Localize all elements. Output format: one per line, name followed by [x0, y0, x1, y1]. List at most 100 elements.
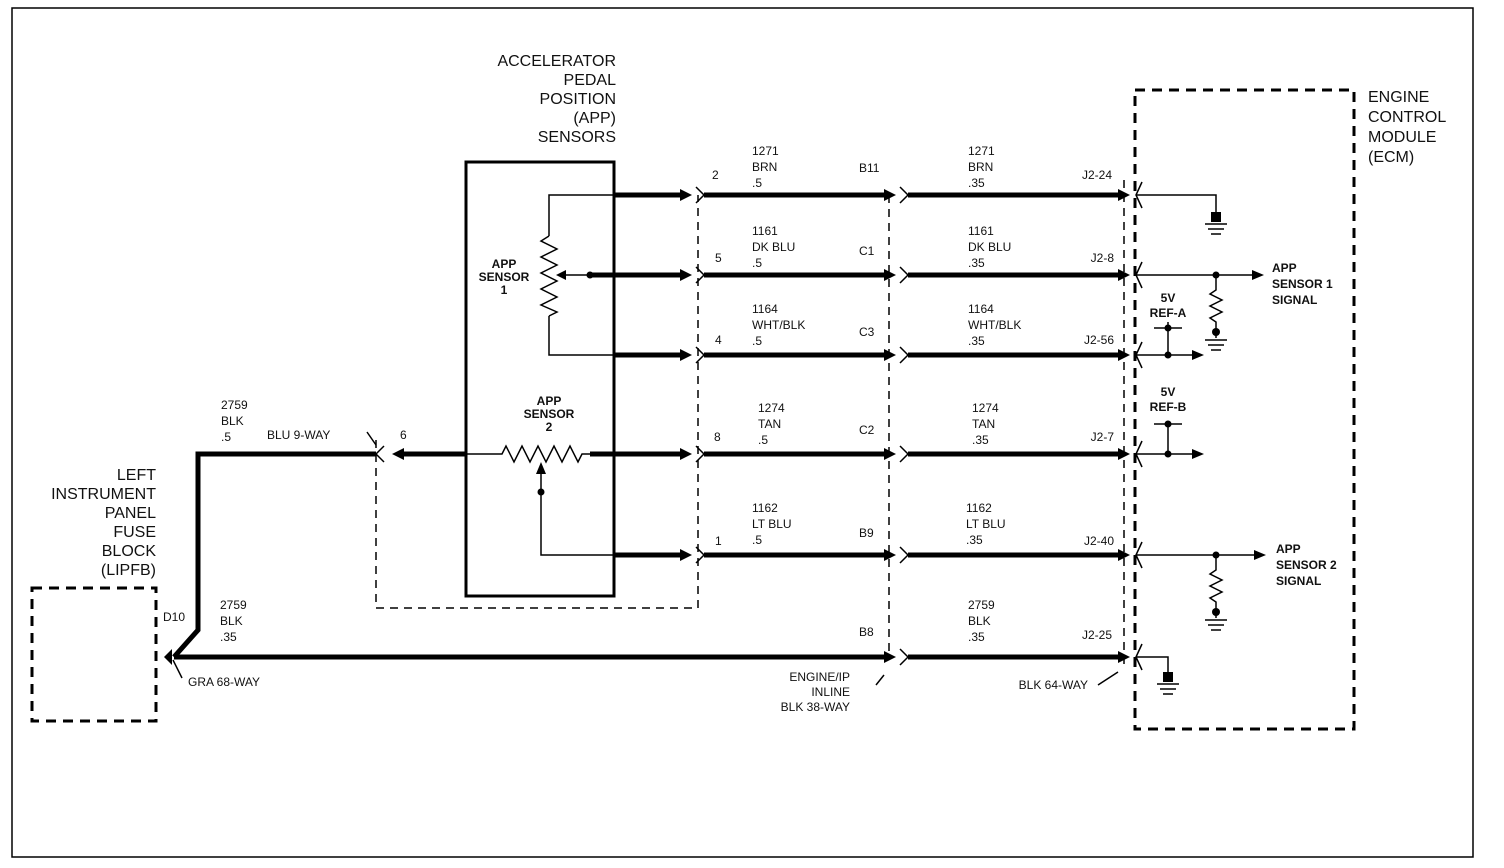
svg-text:MODULE: MODULE	[1368, 129, 1436, 146]
gra-68way-label: GRA 68-WAY	[188, 675, 260, 689]
svg-text:(APP): (APP)	[573, 110, 616, 127]
svg-text:PEDAL: PEDAL	[564, 72, 617, 89]
ecm-box	[1133, 88, 1356, 731]
ecm-sensor-2-signal	[1135, 541, 1266, 631]
svg-text:.5: .5	[752, 334, 762, 348]
circuit-1162-labels: 1 1162 LT BLU .5 B9 1162 LT BLU .35 J2-4…	[715, 501, 1114, 548]
svg-text:1274: 1274	[972, 401, 999, 415]
svg-text:INLINE: INLINE	[811, 685, 850, 699]
svg-text:1: 1	[501, 283, 508, 297]
svg-text:BLK: BLK	[968, 614, 991, 628]
svg-text:5: 5	[715, 251, 722, 265]
wire-pin-5	[590, 266, 1130, 284]
inline-leader	[875, 674, 885, 686]
svg-text:C1: C1	[859, 244, 875, 258]
svg-text:J2-8: J2-8	[1091, 251, 1115, 265]
svg-text:REF-B: REF-B	[1150, 400, 1187, 414]
svg-text:1274: 1274	[758, 401, 785, 415]
svg-text:6: 6	[400, 428, 407, 442]
svg-text:D10: D10	[163, 610, 185, 624]
svg-text:.5: .5	[752, 256, 762, 270]
svg-text:REF-A: REF-A	[1150, 306, 1187, 320]
svg-text:BLK: BLK	[221, 414, 244, 428]
svg-text:DK BLU: DK BLU	[968, 240, 1011, 254]
app-sensor-2-label: APP SENSOR 2	[524, 394, 575, 434]
ecm-title: ENGINE CONTROL MODULE (ECM)	[1368, 89, 1446, 166]
circuit-1274-labels: 8 1274 TAN .5 C2 1274 TAN .35 J2-7	[714, 401, 1114, 447]
svg-text:BLK 38-WAY: BLK 38-WAY	[781, 700, 850, 714]
blu-9way-leader	[366, 431, 377, 446]
svg-text:PANEL: PANEL	[105, 505, 156, 522]
svg-text:.35: .35	[968, 630, 985, 644]
ecm-ref-a	[1135, 322, 1204, 369]
circuit-1164-labels: 4 1164 WHT/BLK .5 C3 1164 WHT/BLK .35 J2…	[715, 302, 1114, 348]
svg-text:C2: C2	[859, 423, 875, 437]
svg-text:APP: APP	[1272, 261, 1297, 275]
ecm-ref-a-label: 5V REF-A	[1150, 291, 1187, 320]
svg-text:J2-24: J2-24	[1082, 168, 1112, 182]
svg-text:8: 8	[714, 430, 721, 444]
app-sensor-housing	[464, 160, 616, 598]
app-sensor-1-resistor	[539, 194, 614, 356]
svg-text:1161: 1161	[752, 224, 778, 238]
svg-text:.5: .5	[752, 533, 762, 547]
svg-text:CONTROL: CONTROL	[1368, 109, 1446, 126]
app-sensors-title: ACCELERATOR PEDAL POSITION (APP) SENSORS	[497, 53, 616, 146]
svg-text:1164: 1164	[752, 302, 778, 316]
svg-text:FUSE: FUSE	[113, 524, 156, 541]
svg-text:APP: APP	[492, 257, 517, 271]
svg-text:1: 1	[715, 534, 722, 548]
svg-text:1271: 1271	[752, 144, 779, 158]
svg-text:B9: B9	[859, 526, 874, 540]
svg-text:2759: 2759	[221, 398, 248, 412]
svg-text:.35: .35	[968, 334, 985, 348]
circuit-1271-labels: 2 1271 BRN .5 B11 1271 BRN .35 J2-24	[712, 144, 1112, 190]
svg-text:2759: 2759	[220, 598, 247, 612]
svg-text:BLK: BLK	[220, 614, 243, 628]
svg-text:J2-7: J2-7	[1091, 430, 1115, 444]
svg-text:BLU 9-WAY: BLU 9-WAY	[267, 428, 330, 442]
svg-text:SENSOR 1: SENSOR 1	[1272, 277, 1333, 291]
svg-text:POSITION: POSITION	[540, 91, 616, 108]
svg-text:.35: .35	[968, 176, 985, 190]
svg-text:.35: .35	[968, 256, 985, 270]
svg-text:LEFT: LEFT	[117, 467, 156, 484]
svg-text:BLOCK: BLOCK	[102, 543, 157, 560]
blk-64way-label: BLK 64-WAY	[1019, 678, 1088, 692]
svg-text:SIGNAL: SIGNAL	[1272, 293, 1317, 307]
svg-text:WHT/BLK: WHT/BLK	[968, 318, 1021, 332]
svg-text:4: 4	[715, 333, 722, 347]
svg-text:1162: 1162	[966, 501, 992, 515]
ecm-sensor-1-signal	[1135, 261, 1264, 351]
svg-text:INSTRUMENT: INSTRUMENT	[51, 486, 156, 503]
wire-pin-8	[590, 445, 1130, 463]
inline-connector-label: ENGINE/IP INLINE BLK 38-WAY	[781, 670, 850, 714]
svg-text:.35: .35	[220, 630, 237, 644]
svg-text:DK BLU: DK BLU	[752, 240, 795, 254]
ecm-ref-b	[1135, 420, 1204, 468]
svg-text:5V: 5V	[1161, 385, 1176, 399]
svg-text:APP: APP	[1276, 542, 1301, 556]
svg-text:TAN: TAN	[972, 417, 995, 431]
svg-text:.5: .5	[221, 430, 231, 444]
svg-text:J2-40: J2-40	[1084, 534, 1114, 548]
app-sensor-2-resistor	[466, 444, 614, 556]
lipfb-box	[30, 586, 158, 723]
svg-text:BRN: BRN	[968, 160, 993, 174]
svg-text:SIGNAL: SIGNAL	[1276, 574, 1321, 588]
svg-text:(ECM): (ECM)	[1368, 149, 1414, 166]
svg-text:J2-25: J2-25	[1082, 628, 1112, 642]
svg-text:TAN: TAN	[758, 417, 781, 431]
svg-text:.5: .5	[758, 433, 768, 447]
svg-text:2: 2	[712, 168, 719, 182]
svg-text:(LIPFB): (LIPFB)	[101, 562, 156, 579]
svg-text:1271: 1271	[968, 144, 995, 158]
svg-text:LT BLU: LT BLU	[752, 517, 792, 531]
svg-text:2: 2	[546, 420, 553, 434]
svg-text:.35: .35	[966, 533, 983, 547]
svg-text:B8: B8	[859, 625, 874, 639]
ecm-ground-j2-25	[1135, 643, 1179, 695]
svg-text:ENGINE: ENGINE	[1368, 89, 1429, 106]
svg-text:J2-56: J2-56	[1084, 333, 1114, 347]
